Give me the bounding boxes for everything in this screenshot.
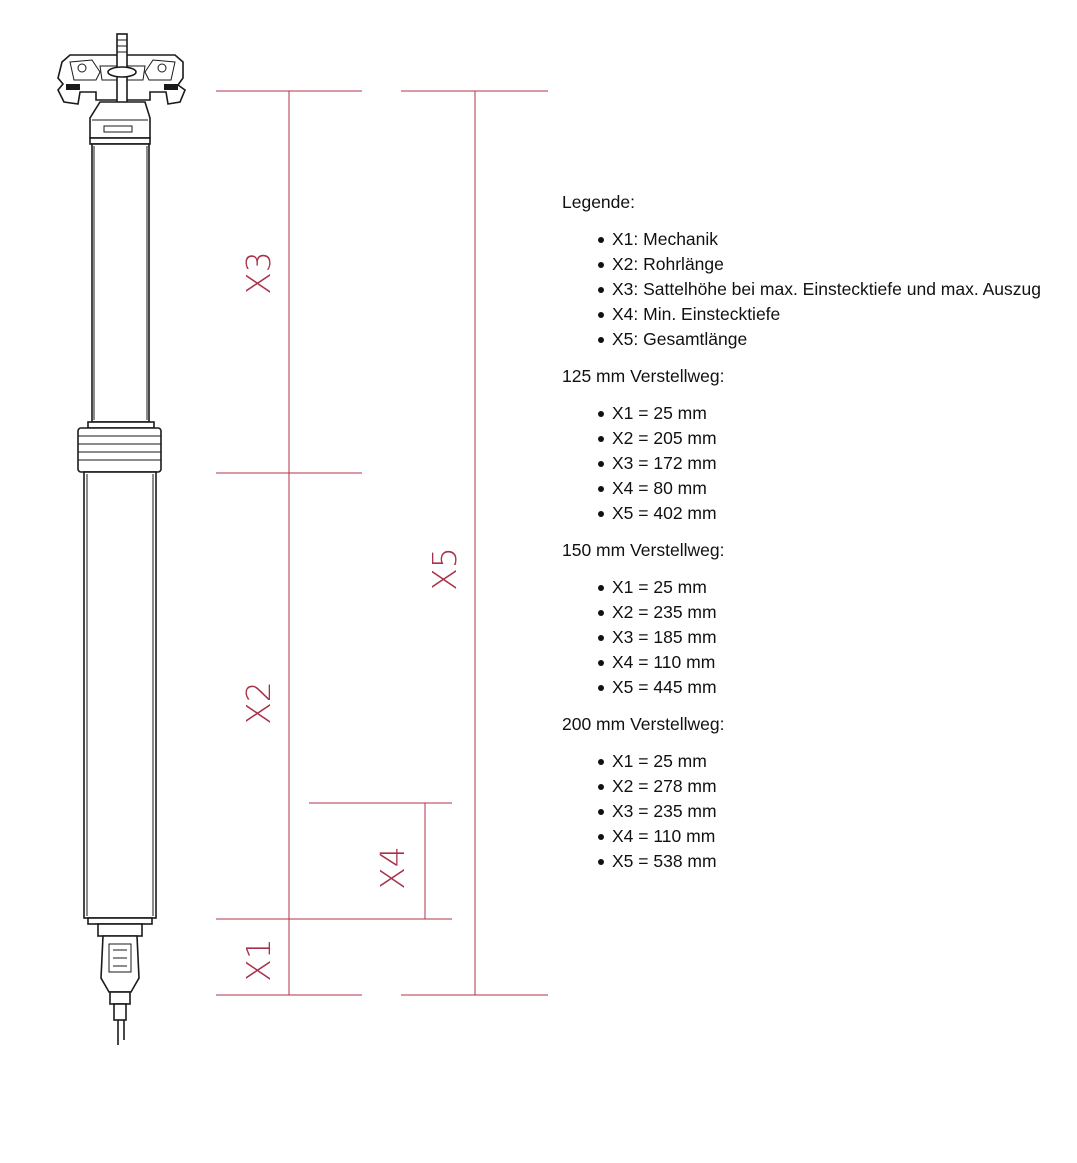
- dimension-lines: [216, 90, 548, 996]
- variant-200-x5: X5 = 538 mm: [598, 849, 1067, 874]
- legend-list: X1: Mechanik X2: Rohrlänge X3: Sattelhöh…: [562, 227, 1067, 352]
- variant-150-list: X1 = 25 mm X2 = 235 mm X3 = 185 mm X4 = …: [562, 575, 1067, 700]
- variant-200-x1: X1 = 25 mm: [598, 749, 1067, 774]
- dimension-label-x5: X5: [425, 547, 464, 591]
- variant-200-list: X1 = 25 mm X2 = 278 mm X3 = 235 mm X4 = …: [562, 749, 1067, 874]
- legend-item-x3: X3: Sattelhöhe bei max. Einstecktiefe un…: [598, 277, 1067, 302]
- variant-150-title: 150 mm Verstellweg:: [562, 540, 725, 560]
- variant-200-title: 200 mm Verstellweg:: [562, 714, 725, 734]
- remote-actuator: [87, 917, 153, 1045]
- variant-150-x2: X2 = 235 mm: [598, 600, 1067, 625]
- seatpost-dimension-diagram: X3 X2 X4 X1 X5: [57, 33, 548, 1045]
- variant-125-x2: X2 = 205 mm: [598, 426, 1067, 451]
- variant-125-x3: X3 = 172 mm: [598, 451, 1067, 476]
- variant-200-x2: X2 = 278 mm: [598, 774, 1067, 799]
- lower-tube: [83, 471, 157, 919]
- variant-200-x3: X3 = 235 mm: [598, 799, 1067, 824]
- variant-200-x4: X4 = 110 mm: [598, 824, 1067, 849]
- variant-125-x4: X4 = 80 mm: [598, 476, 1067, 501]
- variant-125-x5: X5 = 402 mm: [598, 501, 1067, 526]
- variant-125-list: X1 = 25 mm X2 = 205 mm X3 = 172 mm X4 = …: [562, 401, 1067, 526]
- dimension-label-x4: X4: [373, 846, 412, 890]
- variant-150-x3: X3 = 185 mm: [598, 625, 1067, 650]
- seal-collar: [77, 421, 162, 473]
- variant-125-title: 125 mm Verstellweg:: [562, 366, 725, 386]
- variant-125-x1: X1 = 25 mm: [598, 401, 1067, 426]
- stanchion-tube: [89, 137, 151, 423]
- legend-item-x1: X1: Mechanik: [598, 227, 1067, 252]
- saddle-clamp: [57, 33, 186, 139]
- variant-150-x4: X4 = 110 mm: [598, 650, 1067, 675]
- legend-item-x2: X2: Rohrlänge: [598, 252, 1067, 277]
- dimension-label-x2: X2: [239, 681, 278, 725]
- legend-title: Legende:: [562, 192, 635, 212]
- legend-item-x4: X4: Min. Einstecktiefe: [598, 302, 1067, 327]
- dimension-label-x3: X3: [239, 251, 278, 295]
- variant-150-x1: X1 = 25 mm: [598, 575, 1067, 600]
- seatpost-drawing: [57, 33, 186, 1045]
- legend-panel: Legende: X1: Mechanik X2: Rohrlänge X3: …: [562, 190, 1067, 886]
- variant-150-x5: X5 = 445 mm: [598, 675, 1067, 700]
- dimension-label-x1: X1: [239, 938, 278, 982]
- legend-item-x5: X5: Gesamtlänge: [598, 327, 1067, 352]
